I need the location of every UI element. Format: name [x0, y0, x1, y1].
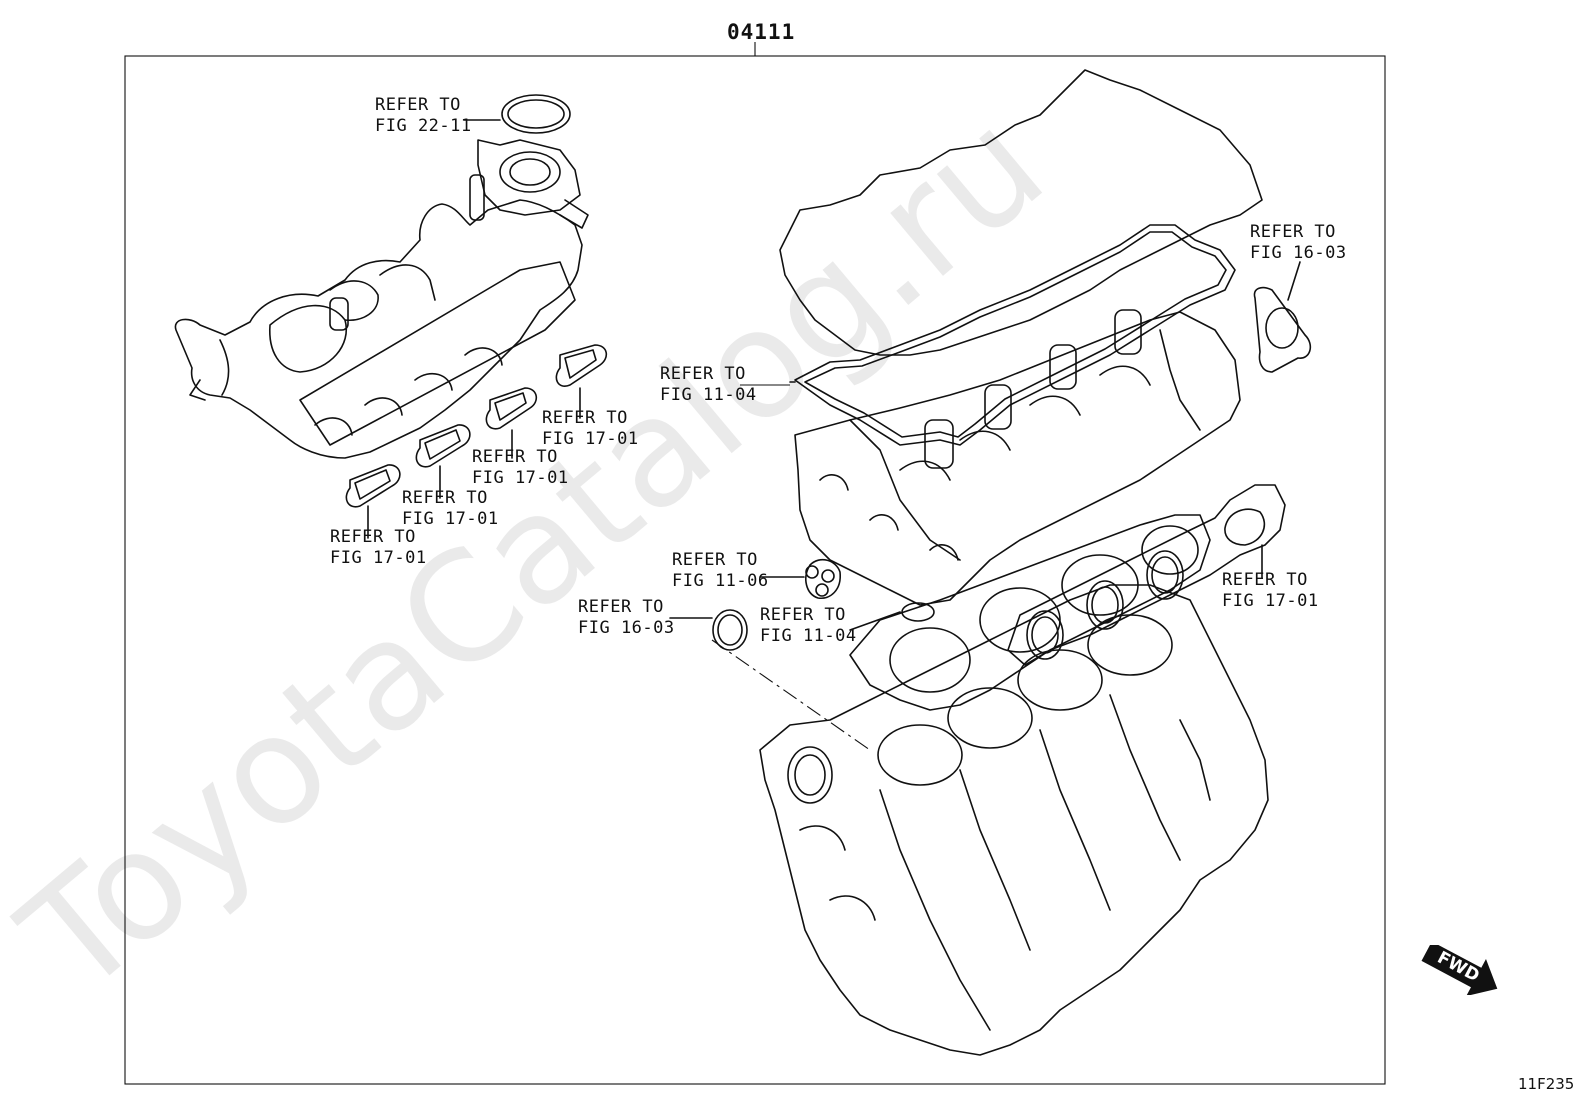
callout-line2: FIG 11-06 — [672, 571, 769, 591]
callout-line2: FIG 11-04 — [660, 385, 757, 405]
callout-line2: FIG 16-03 — [578, 618, 675, 638]
callout-line1: REFER TO — [402, 488, 488, 508]
callout-fig-17-01-b: REFER TO FIG 17-01 — [472, 447, 569, 489]
callout-line1: REFER TO — [330, 527, 416, 547]
intake-manifold — [174, 139, 589, 459]
exhaust-manifold-gasket — [1007, 484, 1286, 666]
leader-lines — [711, 384, 871, 751]
intake-port-gaskets — [345, 344, 608, 539]
callout-fig-17-01-exhaust: REFER TO FIG 17-01 — [1222, 570, 1319, 612]
callout-fig-16-03-top: REFER TO FIG 16-03 — [1250, 222, 1347, 264]
cylinder-block — [759, 584, 1269, 1056]
callout-line2: FIG 17-01 — [542, 429, 639, 449]
cylinder-head — [794, 309, 1241, 606]
oring-11-04 — [849, 602, 935, 631]
watermark-text: ToyotaCatalog.ru — [0, 78, 1076, 1028]
cylinder-head-cover — [779, 69, 1263, 356]
callout-fig-17-01-c: REFER TO FIG 17-01 — [402, 488, 499, 530]
throttle-body-gasket — [463, 94, 571, 134]
part-number: 04111 — [727, 20, 796, 44]
callout-line1: REFER TO — [672, 550, 758, 570]
figure-id: 11F235 — [1518, 1075, 1575, 1093]
callout-line2: FIG 17-01 — [472, 468, 569, 488]
callout-fig-11-04-lower: REFER TO FIG 11-04 — [760, 605, 857, 647]
watermark: ToyotaCatalog.ru — [0, 78, 1076, 1028]
callout-fig-11-04-upper: REFER TO FIG 11-04 — [660, 364, 757, 406]
callout-line2: FIG 11-04 — [760, 626, 857, 646]
callout-line1: REFER TO — [542, 408, 628, 428]
callout-fig-16-03-lower: REFER TO FIG 16-03 — [578, 597, 675, 639]
callout-line1: REFER TO — [660, 364, 746, 384]
callout-line1: REFER TO — [472, 447, 558, 467]
oring-gasket-11-06 — [759, 558, 841, 599]
callout-line1: REFER TO — [578, 597, 664, 617]
callout-line1: REFER TO — [760, 605, 846, 625]
head-cover-gasket — [789, 224, 1236, 446]
callout-fig-17-01-d: REFER TO FIG 17-01 — [330, 527, 427, 569]
callout-fig-22-11: REFER TO FIG 22-11 — [375, 95, 472, 137]
callout-line2: FIG 22-11 — [375, 116, 472, 136]
callout-line1: REFER TO — [375, 95, 461, 115]
callout-line2: FIG 17-01 — [402, 509, 499, 529]
callout-fig-11-06: REFER TO FIG 11-06 — [672, 550, 769, 592]
callout-line2: FIG 17-01 — [330, 548, 427, 568]
forward-arrow-icon: FWD — [1418, 945, 1506, 995]
cylinder-head-gasket — [849, 514, 1211, 711]
callout-line2: FIG 16-03 — [1250, 243, 1347, 263]
callout-line1: REFER TO — [1222, 570, 1308, 590]
callout-fig-17-01-a: REFER TO FIG 17-01 — [542, 408, 639, 450]
callout-line1: REFER TO — [1250, 222, 1336, 242]
water-outlet-gasket — [1253, 261, 1312, 373]
callout-line2: FIG 17-01 — [1222, 591, 1319, 611]
oring-16-03 — [669, 609, 748, 651]
